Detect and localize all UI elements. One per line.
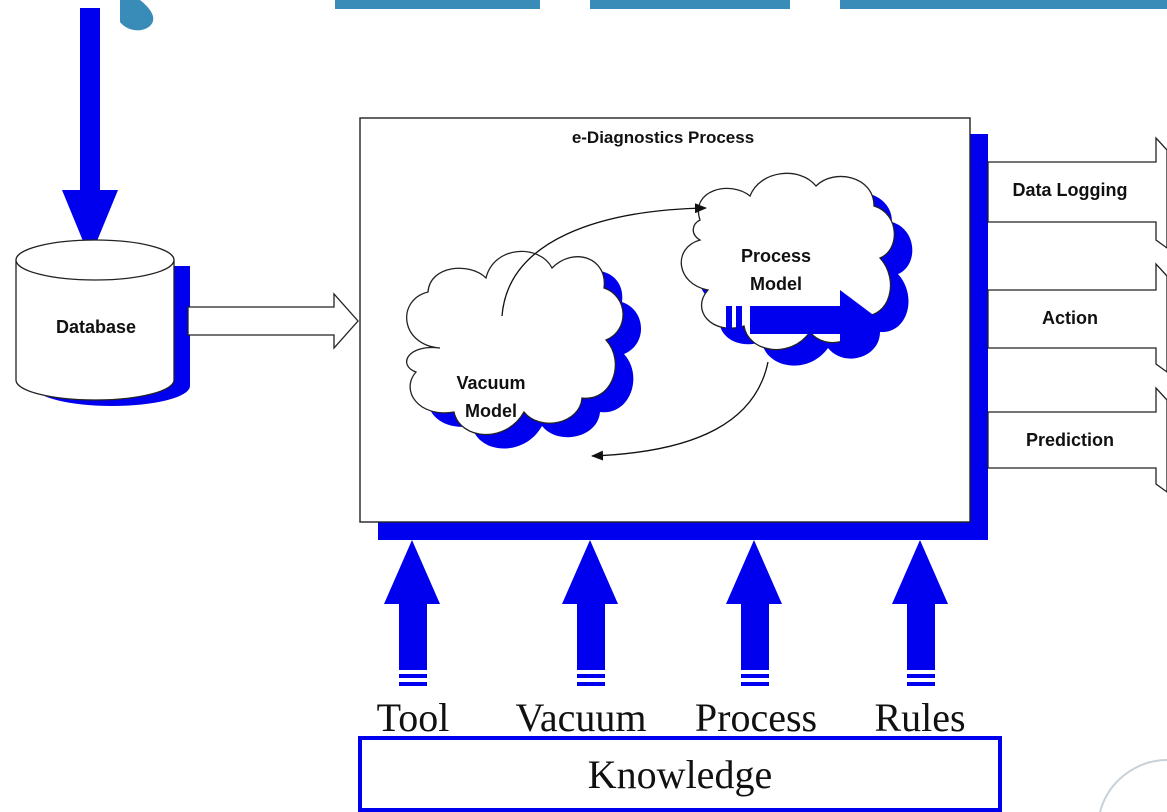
output-arrow-data-logging (987, 136, 1167, 249)
output-label-data-logging: Data Logging (1013, 180, 1128, 200)
title-fragment-glyph (120, 0, 154, 31)
vacuum-model-cloud (406, 250, 642, 449)
output-arrow-action (987, 262, 1167, 373)
vacuum-model-label-line1: Vacuum (456, 373, 525, 393)
input-label-tool: Tool (377, 695, 450, 740)
input-label-process: Process (695, 695, 817, 740)
knowledge-label: Knowledge (588, 752, 772, 797)
database-label: Database (56, 317, 136, 337)
input-label-rules: Rules (874, 695, 965, 740)
process-model-label-line2: Model (750, 274, 802, 294)
database-to-process-arrow (187, 292, 359, 350)
input-label-vacuum: Vacuum (515, 695, 646, 740)
incoming-arrow (62, 8, 118, 258)
vacuum-model-label-line2: Model (465, 401, 517, 421)
output-arrow-prediction (987, 386, 1167, 493)
input-arrow-vacuum (562, 540, 618, 686)
input-arrow-rules (892, 540, 948, 686)
input-arrow-tool (384, 540, 440, 686)
process-model-arrow (726, 290, 880, 350)
input-arrow-process (726, 540, 782, 686)
output-arrows (987, 136, 1167, 493)
title-fragment-bars (335, 0, 1167, 9)
process-to-vacuum-curve (591, 361, 769, 461)
corner-decoration (1099, 759, 1167, 812)
vacuum-to-process-curve (501, 203, 707, 317)
output-label-prediction: Prediction (1026, 430, 1114, 450)
output-label-action: Action (1042, 308, 1098, 328)
database-cylinder (15, 239, 190, 406)
knowledge-box (358, 736, 1002, 812)
process-model-label-line1: Process (741, 246, 811, 266)
process-box-title: e-Diagnostics Process (572, 128, 754, 147)
